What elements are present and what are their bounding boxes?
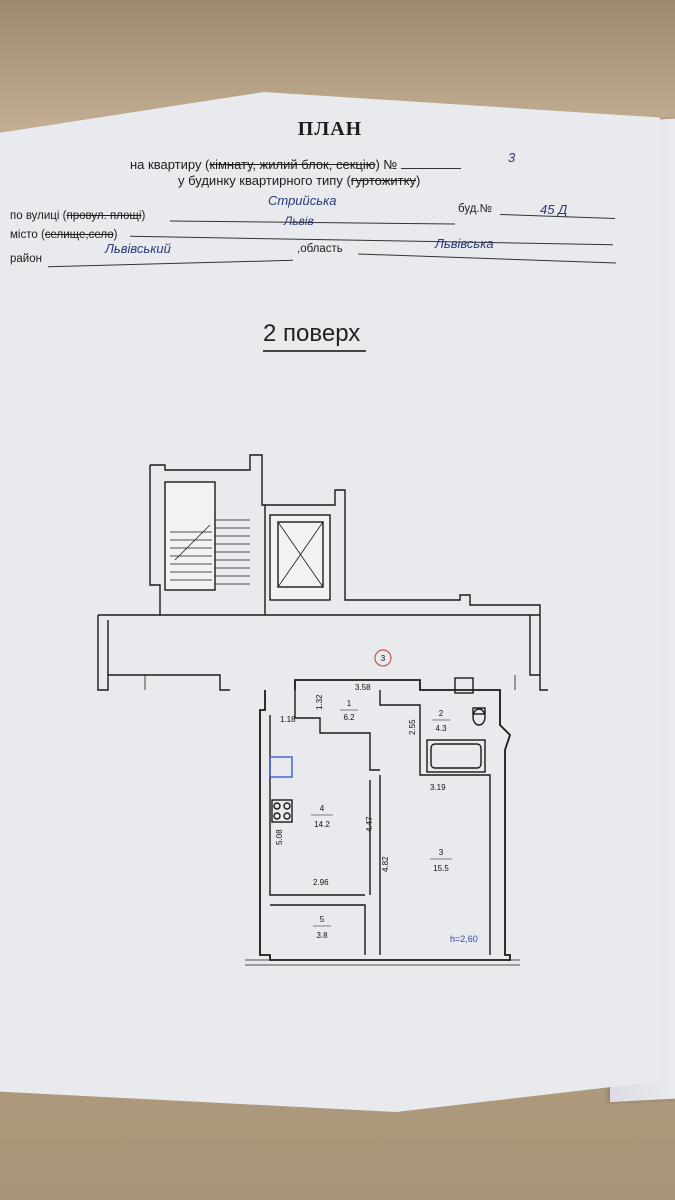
street-label: по вулиці (провул. площі) xyxy=(10,210,145,222)
dim-3-19: 3.19 xyxy=(430,783,446,792)
building-type-suffix: ) xyxy=(415,173,421,188)
dim-4-47: 4.47 xyxy=(365,816,374,832)
district-label: район xyxy=(10,253,42,265)
apartment-line: на квартиру (кімнату, жилий блок, секцію… xyxy=(130,157,462,172)
dim-2-55: 2.55 xyxy=(408,719,417,735)
building-value: 45 Д xyxy=(540,202,568,217)
city-label-text: місто ( xyxy=(10,229,45,241)
room-3-number: 3 xyxy=(439,848,444,857)
plan-circle-label: 3 xyxy=(381,654,386,663)
ceiling-height-note: h=2,60 xyxy=(450,934,478,944)
region-label: ,область xyxy=(297,243,343,255)
apartment-line-suffix: ) № xyxy=(375,157,398,172)
street-label-text: по вулиці ( xyxy=(10,210,67,222)
district-value: Львівський xyxy=(105,241,171,256)
city-label: місто (селище,село) xyxy=(10,229,117,241)
floor-title: 2 поверх xyxy=(263,320,367,352)
room-2-area: 4.3 xyxy=(435,724,447,733)
apartment-line-prefix: на квартиру ( xyxy=(130,157,210,172)
room-5-number: 5 xyxy=(320,915,325,924)
city-label-end: ) xyxy=(113,229,118,241)
city-label-strike: селище,село xyxy=(44,229,114,241)
document-title: ПЛАН xyxy=(297,118,363,140)
building-type-prefix: у будинку квартирного типу ( xyxy=(178,173,351,188)
dim-4-82: 4.82 xyxy=(381,856,390,872)
room-4-number: 4 xyxy=(320,804,325,813)
room-1-number: 1 xyxy=(347,699,352,708)
street-value: Стрийська xyxy=(268,193,337,208)
dim-1-32: 1.32 xyxy=(315,694,324,710)
building-type-strike: гуртожитку xyxy=(350,173,416,188)
room-2-number: 2 xyxy=(439,709,444,718)
apartment-number: 3 xyxy=(508,150,516,165)
building-label: буд.№ xyxy=(458,203,492,215)
room-3-area: 15.5 xyxy=(433,864,449,873)
room-1-area: 6.2 xyxy=(343,713,355,722)
dim-2-96: 2.96 xyxy=(313,878,329,887)
city-value: Львів xyxy=(284,214,314,228)
document-page xyxy=(0,92,660,1112)
dim-3-58: 3.58 xyxy=(355,683,371,692)
room-5-area: 3.8 xyxy=(316,931,328,940)
street-label-end: ) xyxy=(141,210,146,222)
apartment-line-strike: кімнату, жилий блок, секцію xyxy=(209,157,376,172)
dim-5-08: 5.08 xyxy=(275,829,284,845)
room-4-area: 14.2 xyxy=(314,820,330,829)
region-value: Львівська xyxy=(435,236,494,251)
dim-1-18: 1.18 xyxy=(280,715,296,724)
street-label-strike: провул. площі xyxy=(66,210,142,222)
building-type-line: у будинку квартирного типу (гуртожитку) xyxy=(178,173,420,188)
